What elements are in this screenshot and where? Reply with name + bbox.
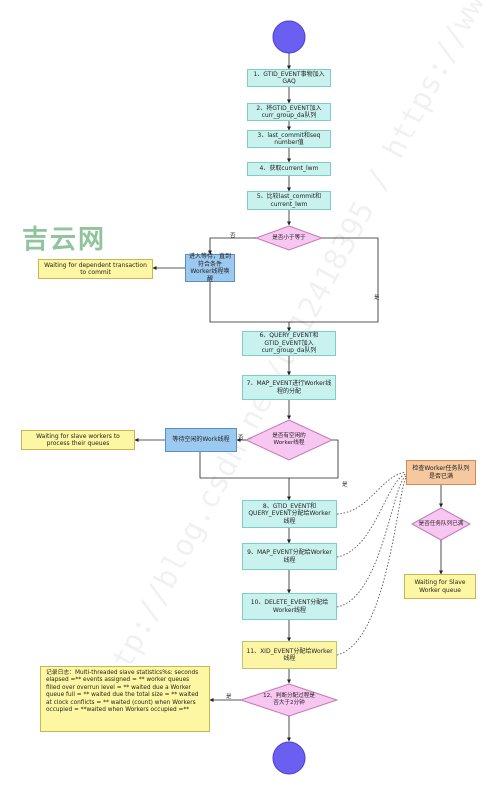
edge-label-no-d2: 否 — [238, 435, 244, 441]
note-slave-workers: Waiting for slave workers to process the… — [21, 430, 135, 450]
step-7-label: 7、MAP_EVENT进行Worker线程的分配 — [246, 380, 332, 395]
step-11-box: 11、XID_EVENT分配给Worker线程 — [242, 641, 337, 669]
step-9-label: 9、MAP_EVENT分配给Worker线程 — [247, 549, 332, 564]
step-6-box: 6、QUERY_EVENT和GTID_EVENT加入curr_group_da队… — [242, 331, 336, 356]
step-3-box: 3、last_commit和seq number值 — [247, 130, 331, 148]
step-11-label: 11、XID_EVENT分配给Worker线程 — [246, 647, 333, 663]
note-log: 记录日志：Multi-threaded slave statistics%s: … — [40, 666, 210, 732]
note-dependent-label: Waiting for dependent transaction to com… — [44, 261, 147, 277]
step-9-box: 9、MAP_EVENT分配给Worker线程 — [242, 543, 337, 570]
decision-free-worker-label: 是否有空闲的Worker线程 — [272, 433, 306, 446]
step-7-box: 7、MAP_EVENT进行Worker线程的分配 — [242, 375, 336, 400]
note-dependent-transaction: Waiting for dependent transaction to com… — [38, 259, 153, 279]
step-10-box: 10、DELETE_EVENT分配给Worker线程 — [242, 593, 337, 620]
note-slave-queue-label: Waiting for Slave Worker queue — [414, 579, 466, 594]
edge-d1-no — [208, 237, 256, 255]
step-1-label: 1、GTID_EVENT事物加入GAQ — [253, 70, 325, 86]
step-2-box: 2、将GTID_EVENT加入curr_group_da队列 — [247, 103, 331, 121]
edge-label-yes-d2: 是 — [342, 482, 348, 488]
start-node — [272, 20, 306, 54]
check-queue-label: 检查Worker任务队列是否已满 — [412, 465, 470, 480]
dotted-s9-check — [336, 473, 407, 558]
edge-label-yes-d4: 是 — [226, 694, 232, 700]
step-8-label: 8、GTID_EVENT和QUERY_EVENT分配给Worker线程 — [248, 502, 331, 525]
decision-less-equal — [254, 225, 324, 251]
note-slave-queue: Waiting for Slave Worker queue — [404, 574, 476, 599]
site-logo: 吉云网 — [22, 225, 107, 255]
step-4-box: 4、获取current_lwm — [247, 162, 331, 176]
step-10-label: 10、DELETE_EVENT分配给Worker线程 — [250, 599, 329, 614]
decision-less-equal-label: 是否小于等于 — [272, 234, 306, 241]
edge-d2-yes — [289, 439, 339, 479]
decision-queue-full-label: 是否任务队列已满 — [418, 520, 464, 527]
note-slave-workers-label: Waiting for slave workers to process the… — [36, 432, 120, 448]
edge-label-yes-d1: 是 — [374, 295, 380, 301]
dotted-s8-check — [336, 471, 407, 515]
decision-over-2min-label: 12、判断分配过程是否大于2分钟 — [263, 693, 315, 706]
wait-commit-box: 进入等待，直到符合条件Worker线程唤醒 — [185, 253, 235, 283]
edge-waitfree-s8 — [199, 452, 291, 501]
step-2-label: 2、将GTID_EVENT加入curr_group_da队列 — [256, 104, 322, 120]
step-5-label: 5、比较last_commit和current_lwm — [256, 193, 322, 208]
edge-label-no-d1: 否 — [230, 233, 236, 239]
step-1-box: 1、GTID_EVENT事物加入GAQ — [247, 69, 331, 87]
step-6-label: 6、QUERY_EVENT和GTID_EVENT加入curr_group_da队… — [259, 332, 319, 355]
decision-free-worker — [244, 419, 334, 461]
note-log-label: 记录日志：Multi-threaded slave statistics%s: … — [46, 670, 199, 714]
check-queue-box: 检查Worker任务队列是否已满 — [406, 460, 476, 485]
step-3-label: 3、last_commit和seq number值 — [257, 131, 321, 147]
dotted-s11-check — [336, 477, 407, 656]
edge-d1-yes — [289, 237, 379, 323]
step-4-label: 4、获取current_lwm — [259, 165, 319, 173]
dotted-s10-check — [336, 475, 407, 608]
wait-free-worker-box: 等待空闲的Work线程 — [165, 428, 237, 452]
wait-free-worker-label: 等待空闲的Work线程 — [172, 436, 230, 444]
end-node — [272, 741, 306, 775]
step-8-box: 8、GTID_EVENT和QUERY_EVENT分配给Worker线程 — [242, 500, 337, 528]
wait-commit-label: 进入等待，直到符合条件Worker线程唤醒 — [189, 253, 232, 283]
edge-wait-s6 — [209, 282, 291, 332]
step-5-box: 5、比较last_commit和current_lwm — [247, 191, 331, 210]
